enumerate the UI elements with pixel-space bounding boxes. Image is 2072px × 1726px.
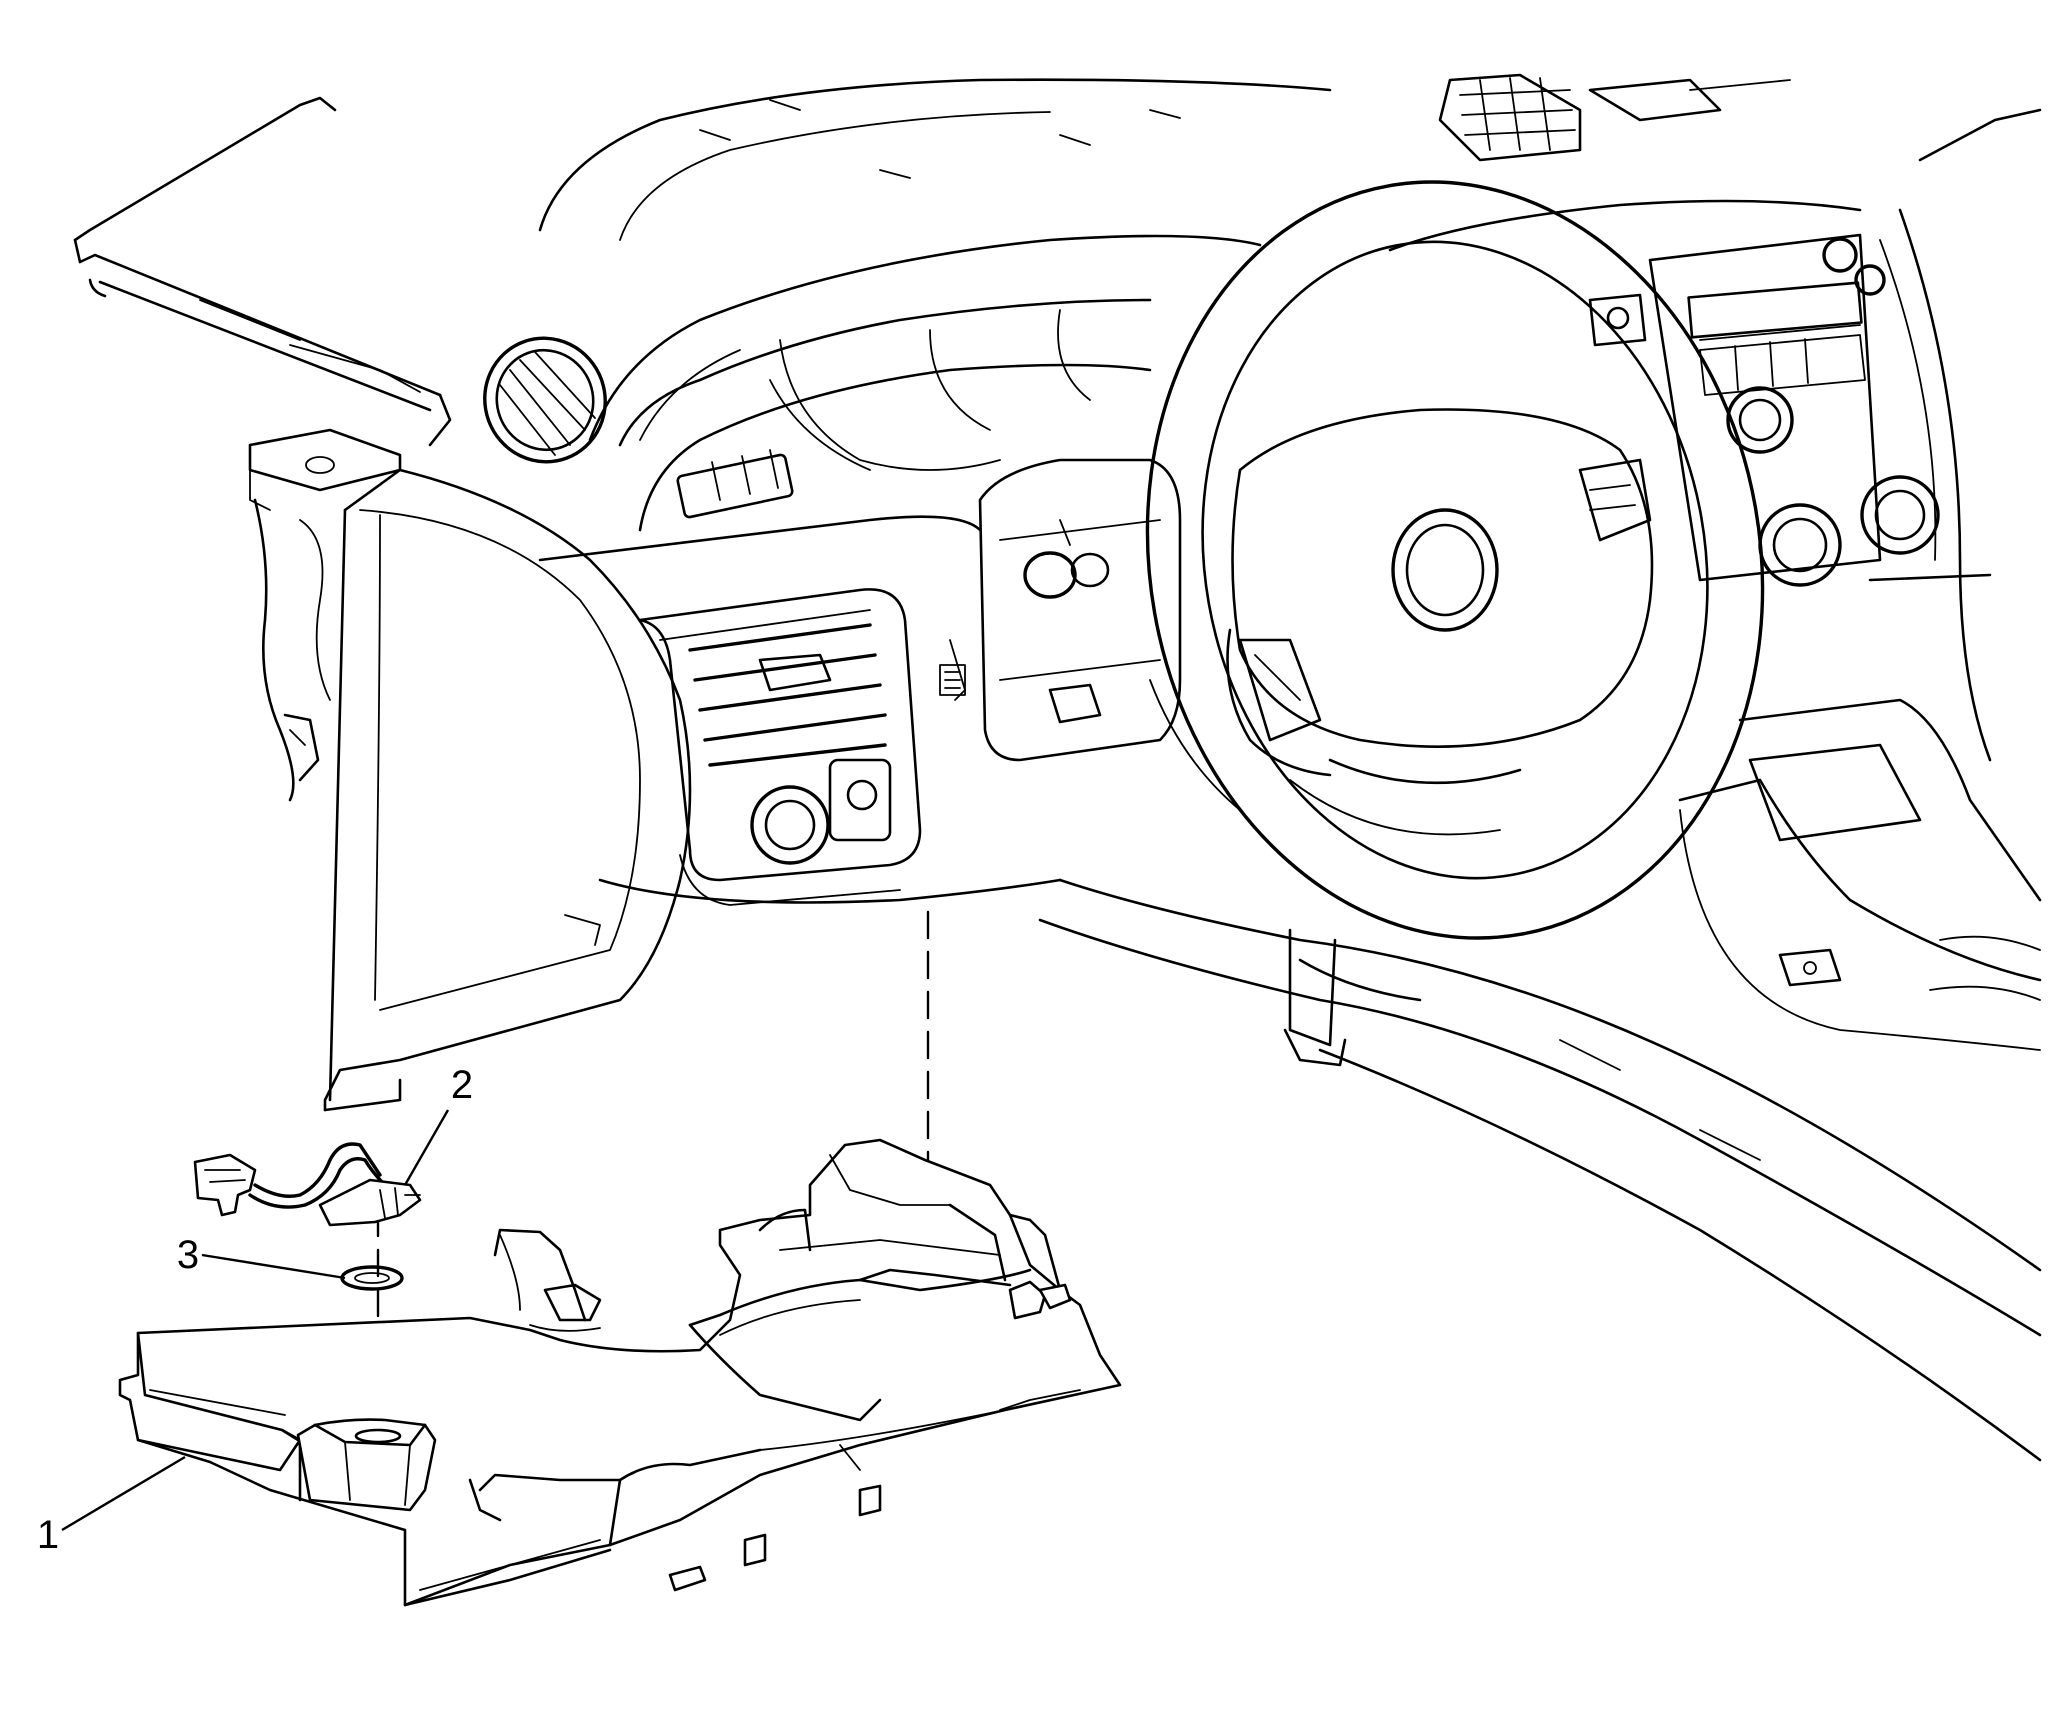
part-2-wiring-harness: [193, 1142, 422, 1227]
part-1-lower-trim-panel: [118, 1138, 1122, 1607]
explode-reference-lines: [376, 910, 930, 1397]
windshield-pillar-trim: [73, 96, 452, 447]
callout-2-label: 2: [451, 1063, 473, 1107]
callout-3-label: 3: [177, 1233, 199, 1277]
leader-3: [201, 1253, 346, 1280]
callout-leaders: [61, 1109, 450, 1532]
callout-1-label: 1: [37, 1513, 59, 1557]
center-stack: [1388, 73, 2042, 762]
left-side-air-vent: [483, 336, 607, 464]
switch-bank: [676, 453, 794, 519]
floor-console: [1678, 698, 2042, 1051]
leader-1: [61, 1455, 186, 1532]
lower-instrument-panel: [538, 515, 1062, 906]
instrument-panel-end-trim: [323, 468, 692, 1112]
lower-dash-sweep: [1038, 878, 2042, 1462]
part-3-seal: [340, 1265, 404, 1291]
steering-wheel: [1145, 180, 1765, 940]
upper-dashboard: [538, 78, 1332, 532]
leader-2: [403, 1109, 450, 1186]
steering-column: [978, 458, 1182, 762]
